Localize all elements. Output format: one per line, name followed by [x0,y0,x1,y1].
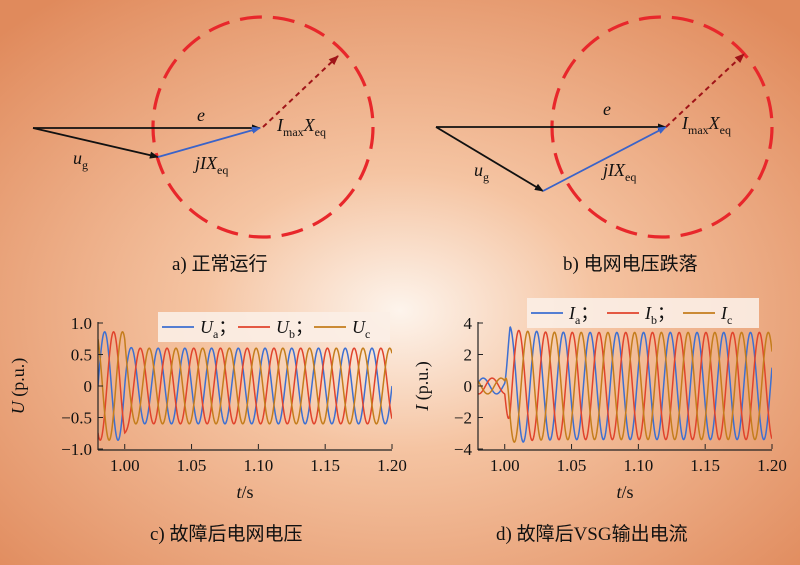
x-tick-label: 1.15 [310,456,340,475]
panel-a-diagram: e ug jIXeq ImaxXeq a) 正常运行 [32,15,375,275]
y-tick-label: 0.5 [71,346,92,365]
label-jix: jIXeq [601,160,636,184]
label-ug: ug [474,160,489,184]
y-tick-label: 1.0 [71,314,92,333]
chart-c-legend: Ua； Ub； Uc [162,317,370,341]
vector-jix [157,126,261,158]
x-tick-label: 1.05 [177,456,207,475]
legend-label-a: Ua； [200,317,236,341]
x-tick-label: 1.10 [243,456,273,475]
legend-label-b: Ib； [644,303,675,327]
chart-c-legend-bg [158,312,390,342]
legend-label-c: Ic [720,303,732,327]
chart-d-ylabel: I (p.u.) [412,361,433,412]
x-tick-label: 1.20 [757,456,787,475]
x-tick-label: 1.00 [490,456,520,475]
legend-label-b: Ub； [276,317,313,341]
x-tick-label: 1.00 [110,456,140,475]
chart-c: Ua； Ub； Uc 1.00 1.05 1.10 1.15 1.20 1.0 0.5 0 −0.5… [8,312,407,545]
chart-c-ticks: 1.00 1.05 1.10 1.15 1.20 1.0 0.5 0 −0.5 −1.0 [61,314,407,475]
caption-a: a) 正常运行 [172,253,268,275]
x-tick-label: 1.20 [377,456,407,475]
label-e: e [603,99,611,119]
y-tick-label: −0.5 [61,409,92,428]
caption-c: c) 故障后电网电压 [150,523,303,545]
vector-ug [435,126,544,192]
legend-label-c: Uc [352,317,370,341]
caption-b: b) 电网电压跌落 [563,253,698,275]
vector-jix [542,126,667,192]
chart-d: Ia； Ib； Ic 1.00 1.05 1.10 1.15 1.20 4 2 0 −2 −4 I (… [412,298,787,545]
y-tick-label: 2 [464,346,473,365]
chart-c-series [98,330,392,442]
y-tick-label: −2 [454,409,472,428]
series-line-b [478,329,772,442]
chart-d-ticks: 1.00 1.05 1.10 1.15 1.20 4 2 0 −2 −4 [454,314,787,475]
chart-d-xlabel: t/s [616,482,633,502]
label-imax-xeq: ImaxXeq [276,115,326,139]
series-line-c [98,330,392,442]
y-tick-label: 0 [464,377,473,396]
legend-label-a: Ia； [568,303,598,327]
chart-c-xlabel: t/s [236,482,253,502]
series-line-a [98,331,392,441]
label-jix: jIXeq [193,153,228,177]
label-imax-xeq: ImaxXeq [681,113,731,137]
vector-ug [32,127,159,159]
x-tick-label: 1.15 [690,456,720,475]
series-line-a [478,326,772,443]
series-line-c [478,330,772,443]
series-line-b [98,331,392,441]
label-ug: ug [73,148,88,172]
label-e: e [197,105,205,125]
chart-c-ylabel: U (p.u.) [8,358,29,415]
caption-d: d) 故障后VSG输出电流 [496,523,688,545]
chart-d-legend: Ia； Ib； Ic [531,303,732,327]
chart-d-series [478,326,772,443]
y-tick-label: −4 [454,440,473,459]
x-tick-label: 1.10 [623,456,653,475]
x-tick-label: 1.05 [557,456,587,475]
current-limit-circle [151,15,375,239]
y-tick-label: 4 [464,314,473,333]
y-tick-label: −1.0 [61,440,92,459]
chart-d-legend-bg [527,298,759,328]
y-tick-label: 0 [84,377,93,396]
panel-b-diagram: e ug jIXeq ImaxXeq b) 电网电压跌落 [435,15,774,275]
